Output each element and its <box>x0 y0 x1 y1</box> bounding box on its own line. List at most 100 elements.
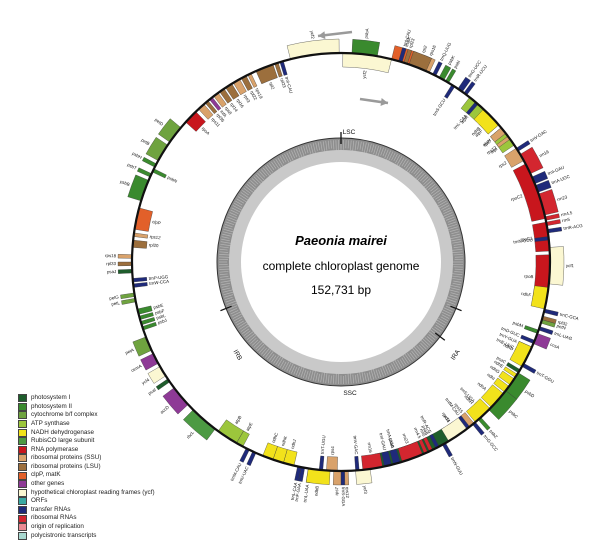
legend-label: ATP synthase <box>31 421 70 427</box>
gene-block-rps18 <box>118 254 132 258</box>
gene-label: ndhJ <box>290 439 297 449</box>
legend-swatch <box>18 394 27 402</box>
legend-label: ribosomal proteins (LSU) <box>31 464 101 470</box>
gene-label: rps7 <box>334 486 339 495</box>
gene-label: rps12 <box>345 487 350 499</box>
legend-swatch <box>18 523 27 531</box>
genome-length: 152,731 bp <box>311 283 371 297</box>
gene-label: psbH <box>131 151 142 160</box>
legend-swatch <box>18 515 27 523</box>
gene-block-rps2 <box>505 148 524 167</box>
gene-block-trnv-uac <box>247 451 256 465</box>
legend-item-ndh: NADH dehydrogenase <box>18 428 228 437</box>
gene-label: psbD <box>524 389 535 399</box>
gene-label: psbT <box>126 162 137 171</box>
outer-direction-arrow <box>318 31 352 39</box>
gene-block-ycf2 <box>287 39 339 59</box>
legend-item-oth: other genes <box>18 480 228 489</box>
legend-swatch <box>18 480 27 488</box>
gene-label: rpoC2 <box>510 193 523 202</box>
legend-swatch <box>18 420 27 428</box>
gene-label: ycf4 <box>141 377 151 386</box>
legend-label: polycistronic transcripts <box>31 533 96 539</box>
legend-swatch <box>18 411 27 419</box>
gene-block-trns-gga <box>341 471 345 485</box>
region-label-ira: IRA <box>450 348 462 361</box>
legend-label: transfer RNAs <box>31 507 71 513</box>
gene-label: trnT-UGU <box>320 435 327 454</box>
gene-label: trnL-UAA <box>302 484 310 503</box>
gene-label: rps18 <box>105 253 117 258</box>
gene-label: rrn16 <box>538 149 550 158</box>
gene-label: trnR-ACG <box>563 223 583 231</box>
legend-label: RubisCO large subunit <box>31 438 94 444</box>
legend-label: origin of replication <box>31 524 84 530</box>
gene-label: petL <box>111 300 121 307</box>
legend-item-clp: clpP, matK <box>18 471 228 480</box>
region-label-ssc: SSC <box>343 390 357 397</box>
gene-label: ndhC <box>271 432 279 444</box>
inner-direction-arrow <box>360 98 388 106</box>
legend-swatch <box>18 446 27 454</box>
legend-label: photosystem I <box>31 395 70 401</box>
region-label-irb: IRB <box>232 349 243 362</box>
gene-label: cemA <box>130 363 142 373</box>
gene-label: ycf2 <box>309 30 315 39</box>
legend-swatch <box>18 429 27 437</box>
legend-label: ORFs <box>31 498 47 504</box>
legend-item-psa: photosystem I <box>18 394 228 403</box>
gene-label: ycf1 <box>566 263 575 268</box>
gene-label: trnV-GAC <box>529 129 548 143</box>
gene-label: rps2 <box>498 160 508 169</box>
gene-block-rps7 <box>333 471 341 485</box>
gene-block-psbt <box>137 168 151 177</box>
gene-block-ycf1 <box>549 246 564 285</box>
gene-label: rrn4.5 <box>560 210 573 217</box>
legend-label: cytochrome b/f complex <box>31 412 98 418</box>
gene-block-rrn4.5 <box>545 214 559 221</box>
gene-block-trnt-ugu <box>319 456 324 470</box>
legend-label: NADH dehydrogenase <box>31 430 94 436</box>
gene-label: trnL-UAG <box>554 331 574 342</box>
gene-label: ndhF <box>521 291 532 298</box>
gene-label: psbI <box>453 60 462 70</box>
gene-block-ycf2 <box>343 53 392 73</box>
gene-block-ycf4 <box>148 367 166 384</box>
gene-label: rpoA <box>201 126 211 136</box>
gene-block-rps12 <box>345 471 349 485</box>
legend-swatch <box>18 506 27 514</box>
gene-label: trnL-CAA <box>452 113 468 130</box>
legend-label: clpP, matK <box>31 472 61 478</box>
gene-block-trnr-acg <box>547 227 561 233</box>
gene-label: petB <box>140 137 150 146</box>
gene-label: ycf2 <box>362 70 368 79</box>
gene-label: rps3 <box>243 93 252 103</box>
legend-swatch <box>18 489 27 497</box>
gene-block-rrn5 <box>546 219 560 225</box>
gene-label: rrn23 <box>557 194 569 202</box>
legend-label: RNA polymerase <box>31 447 78 453</box>
gene-label: ndhB <box>314 485 320 496</box>
legend-item-rrn: ribosomal RNAs <box>18 514 228 523</box>
legend-swatch <box>18 472 27 480</box>
gene-label: ccsA <box>550 342 561 350</box>
gene-label: ycf3 <box>362 485 368 494</box>
legend-swatch <box>18 403 27 411</box>
legend-swatch <box>18 497 27 505</box>
gene-label: atpE <box>245 421 254 431</box>
gene-label: psaJ <box>107 269 116 274</box>
legend-item-rpo: RNA polymerase <box>18 446 228 455</box>
gene-label: ndhA <box>476 381 487 392</box>
gene-label: rpl20 <box>149 242 160 248</box>
gene-block-trnc-gca <box>544 309 558 316</box>
gene-block-petg <box>120 293 134 299</box>
gene-block-petl <box>121 298 135 304</box>
gene-label: trnA-UGC <box>551 174 571 185</box>
gene-block-rps4 <box>326 457 337 471</box>
gene-label: atpB <box>233 415 242 425</box>
legend-label: other genes <box>31 481 64 487</box>
gene-label: rpoB <box>524 274 534 280</box>
gene-label: rps16 <box>428 44 437 57</box>
region-label-lsc: LSC <box>343 129 356 136</box>
